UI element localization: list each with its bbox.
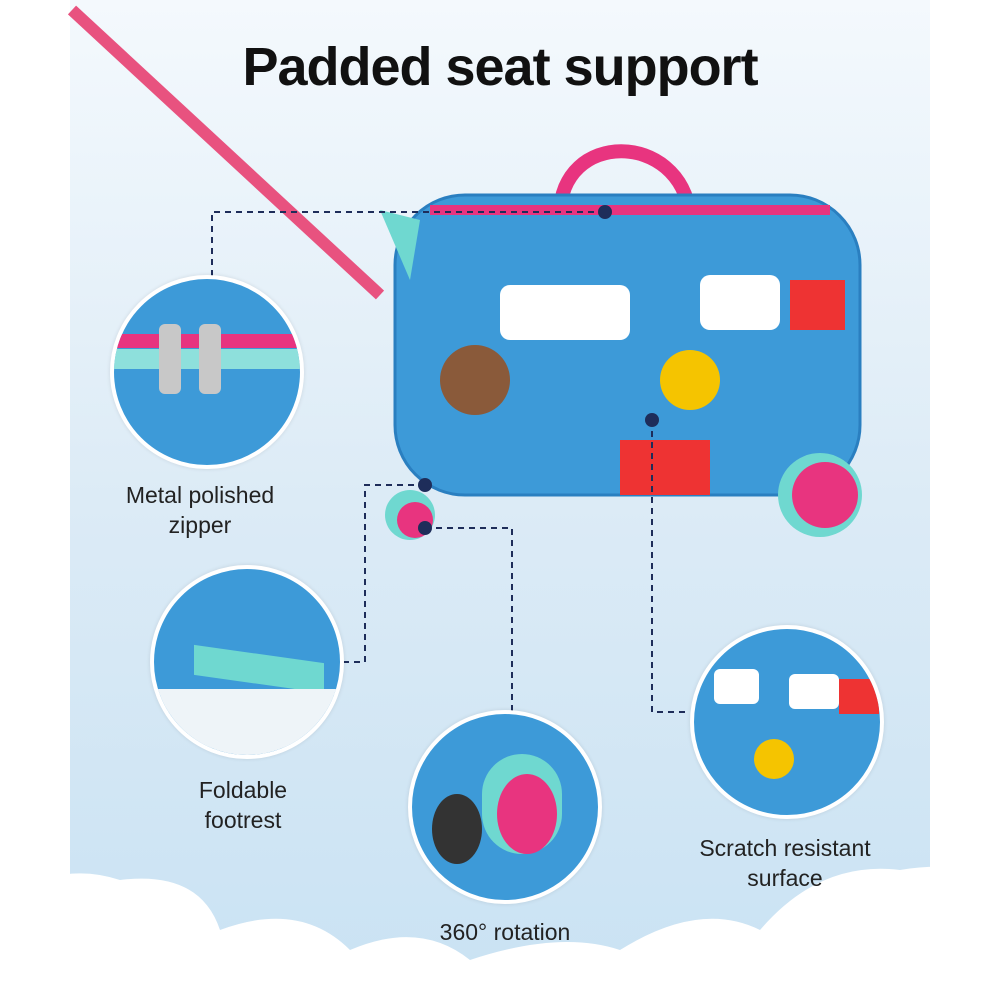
pull-strap [67, 5, 385, 300]
rear-wheel [792, 462, 858, 528]
surface-label-line2: surface [747, 865, 823, 891]
clouds [0, 866, 1000, 1000]
rotation-label: 360° rotation [405, 917, 605, 947]
surface-label-line1: Scratch resistant [699, 835, 871, 861]
page-title: Padded seat support [242, 37, 758, 97]
footrest-detail-image [150, 565, 344, 759]
zipper-detail-image [110, 275, 304, 469]
surface-label: Scratch resistant surface [665, 833, 905, 893]
footrest-label-line1: Foldable [198, 777, 288, 803]
carry-handle [553, 144, 697, 217]
zipper-label-line2: zipper [168, 512, 232, 538]
rotation-label-line1: 360° rotation [439, 919, 571, 945]
zipper-strip [430, 205, 830, 215]
zipper-label: Metal polished zipper [100, 480, 300, 540]
footrest-label: Foldable footrest [143, 775, 343, 835]
footrest-label-line2: footrest [204, 807, 282, 833]
surface-detail-image [690, 625, 884, 819]
wheel-detail-image [408, 710, 602, 904]
zipper-label-line1: Metal polished [125, 482, 275, 508]
connector-lines [211, 211, 690, 713]
